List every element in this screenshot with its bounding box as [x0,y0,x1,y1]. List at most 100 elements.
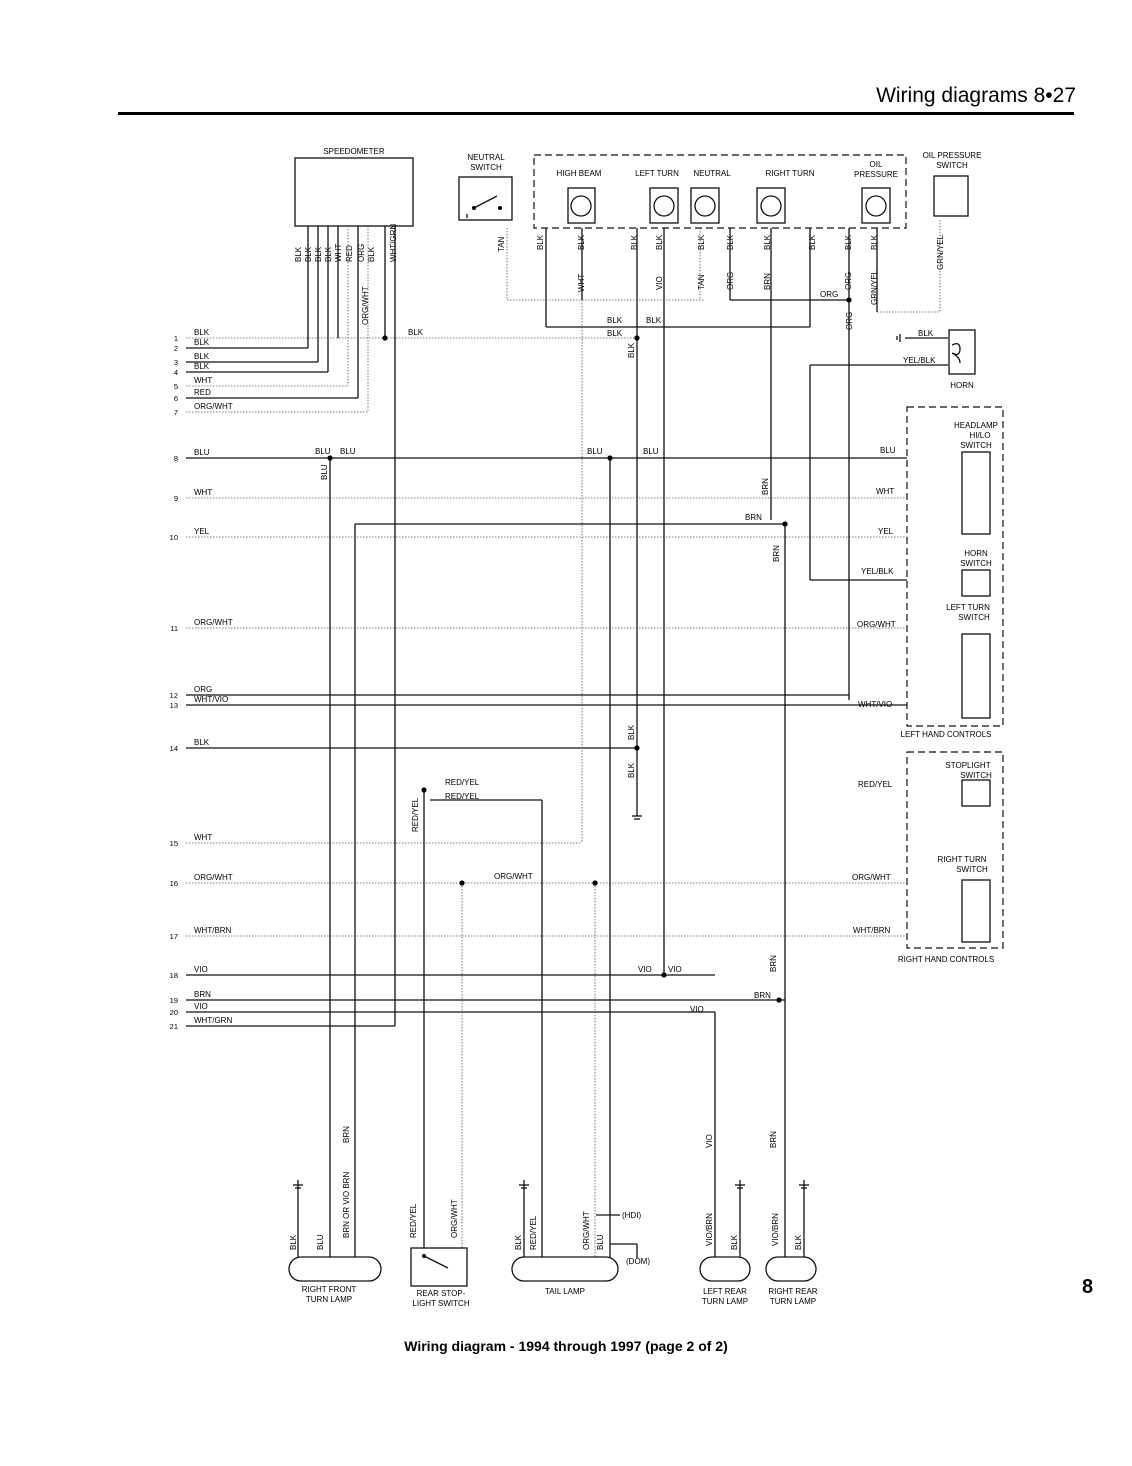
indicator-wire-label: GRN/YEL [936,234,945,270]
junction-dot [782,521,788,527]
svg-text:VIO: VIO [668,965,682,974]
svg-text:BLK: BLK [627,762,636,778]
right-rear-turn-lamp: RIGHT REAR TURN LAMP VIO/BRN BLK BRN [765,1131,818,1306]
svg-text:TURN LAMP: TURN LAMP [770,1297,816,1306]
svg-text:RED/YEL: RED/YEL [409,1203,418,1238]
svg-text:BLK: BLK [607,316,623,325]
row-number: 12 [170,691,178,700]
svg-text:TURN LAMP: TURN LAMP [702,1297,748,1306]
row-label: BLK [194,328,210,337]
row-label: WHT/GRN [194,1016,232,1025]
svg-text:NEUTRAL: NEUTRAL [693,169,731,178]
indicator-wire-label: BLK [763,234,772,250]
horn-switch [961,569,991,597]
svg-text:BLK: BLK [918,329,934,338]
row-number: 19 [170,996,178,1005]
svg-text:RED/YEL: RED/YEL [445,792,480,801]
svg-text:SWITCH: SWITCH [960,559,992,568]
svg-text:VIO: VIO [638,965,652,974]
right-turn-switch [961,879,991,943]
ground-icon [293,1180,303,1189]
svg-text:BLK: BLK [289,1234,298,1250]
junction-dot [327,455,333,461]
section-tab: 8 [1082,1276,1094,1298]
svg-text:BLK: BLK [627,724,636,740]
indicator-wire-label: BLK [655,234,664,250]
speedometer-wire-label: WHT/GRN [389,224,398,262]
svg-text:BLU: BLU [320,464,329,480]
tail-lamp: TAIL LAMP BLK RED/YEL ORG/WHT BLU (HDI) … [511,1185,650,1296]
junction-dots [327,297,852,1003]
svg-text:BRN: BRN [342,1126,351,1143]
svg-text:HORN: HORN [964,549,988,558]
svg-text:RIGHT HAND CONTROLS: RIGHT HAND CONTROLS [898,955,994,964]
indicator-wire-label: BLK [697,234,706,250]
connector-row: 18 VIO [170,965,664,980]
row-number: 8 [174,454,178,463]
indicator-lamps: HIGH BEAM LEFT TURN NEUTRAL RIGHT TURN O… [557,160,898,224]
page-header: Wiring diagrams 8•27 [0,78,1132,118]
oil-pressure-switch: OIL PRESSURE SWITCH [923,151,981,217]
speedometer-wire-label: ORG/WHT [361,286,370,325]
svg-text:LEFT TURN: LEFT TURN [946,603,990,612]
svg-text:RED/YEL: RED/YEL [445,778,480,787]
neutral-switch-label-2: SWITCH [470,163,502,172]
svg-text:YEL/BLK: YEL/BLK [861,567,894,576]
svg-text:VIO: VIO [690,1005,704,1014]
indicator-wire-label: BRN [763,273,772,290]
svg-text:HEADLAMP: HEADLAMP [954,421,998,430]
row-label: BLU [194,448,210,457]
row-label: WHT/VIO [194,695,228,704]
row-number: 5 [174,382,178,391]
row-label: BLK [194,352,210,361]
svg-text:SWITCH: SWITCH [936,161,968,170]
oil-pressure-indicator: OIL PRESSURE [854,160,898,224]
row-number: 18 [170,971,178,980]
row-number: 13 [170,701,178,710]
row-label: RED [194,388,211,397]
row-number: 2 [174,344,178,353]
row-label: YEL [194,527,210,536]
indicator-wire-label: BLK [536,234,545,250]
row-label: WHT [194,833,212,842]
row-number: 7 [174,408,178,417]
svg-text:BLK: BLK [627,342,636,358]
svg-text:WHT/BRN: WHT/BRN [853,926,891,935]
svg-text:RED/YEL: RED/YEL [858,780,893,789]
left-rear-turn-lamp: LEFT REAR TURN LAMP VIO/BRN BLK VIO [699,1134,751,1306]
row-number: 4 [174,368,178,377]
connector-row: 13 WHT/VIO [170,695,907,710]
svg-text:LEFT REAR: LEFT REAR [703,1287,747,1296]
svg-text:ORG/WHT: ORG/WHT [852,873,891,882]
svg-text:RIGHT FRONT: RIGHT FRONT [302,1285,357,1294]
indicator-wire-label: BLK [808,234,817,250]
ground-icon [735,1180,745,1189]
header-rule [118,112,1074,115]
row-number: 20 [170,1008,178,1017]
row-number: 10 [170,533,178,542]
svg-text:YEL: YEL [878,527,894,536]
svg-text:ORG: ORG [845,312,854,330]
svg-text:HI/LO: HI/LO [970,431,991,440]
svg-text:REAR STOP-: REAR STOP- [417,1289,466,1298]
connector-row: 20 VIO [170,1002,715,1017]
svg-text:HORN: HORN [950,381,974,390]
svg-text:PRESSURE: PRESSURE [854,170,898,179]
svg-text:BLU: BLU [880,446,896,455]
svg-text:SWITCH: SWITCH [958,613,990,622]
svg-text:BRN: BRN [772,545,781,562]
figure-caption: Wiring diagram - 1994 through 1997 (page… [404,1338,728,1354]
row-label: WHT/BRN [194,926,232,935]
row-number: 15 [170,839,178,848]
svg-text:RIGHT REAR: RIGHT REAR [768,1287,817,1296]
svg-text:BRN OR VIO BRN: BRN OR VIO BRN [342,1172,351,1238]
junction-dot [592,880,598,886]
